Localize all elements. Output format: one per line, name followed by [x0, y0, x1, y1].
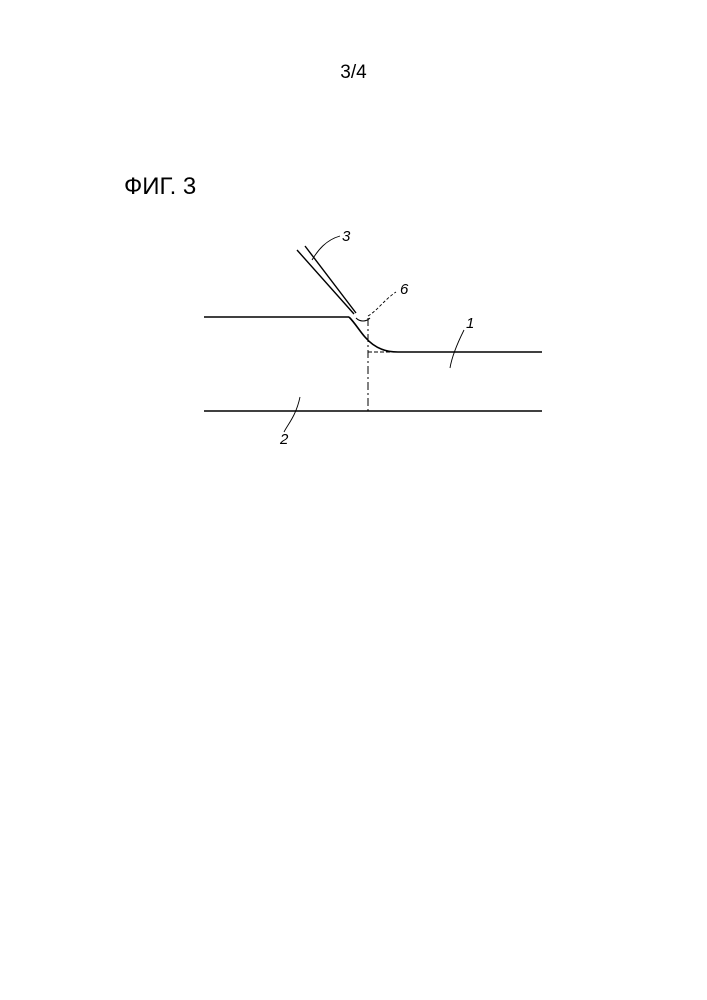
ref-label-1: 1	[466, 315, 474, 332]
leader-line-2	[284, 397, 300, 432]
leader-line-6	[368, 292, 396, 316]
ref-label-2: 2	[279, 431, 289, 448]
ref-label-6: 6	[400, 281, 409, 298]
leader-line-3	[312, 236, 340, 260]
leader-line-1	[450, 330, 464, 368]
tool-edge-outer	[297, 250, 354, 314]
curved-transition	[349, 317, 398, 352]
tool-edge-inner	[305, 246, 356, 313]
ref-label-3: 3	[342, 228, 351, 245]
